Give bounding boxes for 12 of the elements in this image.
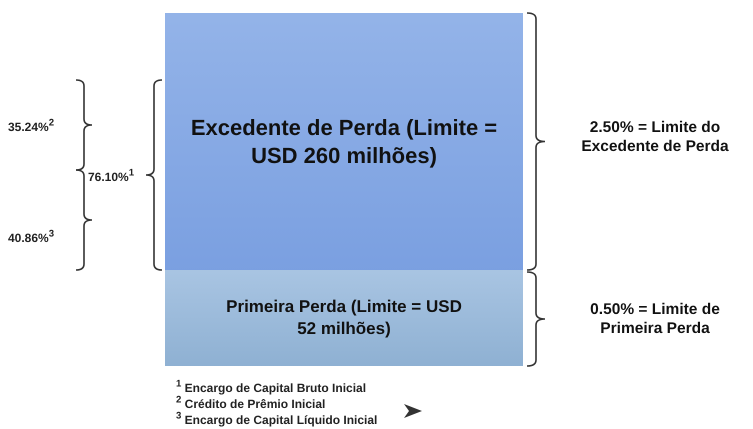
- layer-title: Excedente de Perda (Limite = USD 260 milhões): [190, 114, 498, 169]
- limit-label: 0.50% = Limite de Primeira Perda: [589, 300, 721, 339]
- layer-box: [165, 270, 523, 366]
- layer-title: Primeira Perda (Limite = USD 52 milhões): [225, 296, 463, 340]
- percentage-label: 76.10%$^{1}$: [88, 170, 134, 184]
- layer-box: [165, 13, 523, 270]
- footnote: $^{2}$ Crédito de Prêmio Inicial: [176, 397, 326, 411]
- percentage-label: 40.86%$^{3}$: [8, 231, 54, 245]
- footnote: $^{1}$ Encargo de Capital Bruto Inicial: [176, 381, 366, 395]
- limit-label: 2.50% = Limite do Excedente de Perda: [580, 118, 730, 157]
- footnote: $^{3}$ Encargo de Capital Líquido Inicial: [176, 413, 378, 427]
- percentage-label: 35.24%$^{2}$: [8, 120, 54, 134]
